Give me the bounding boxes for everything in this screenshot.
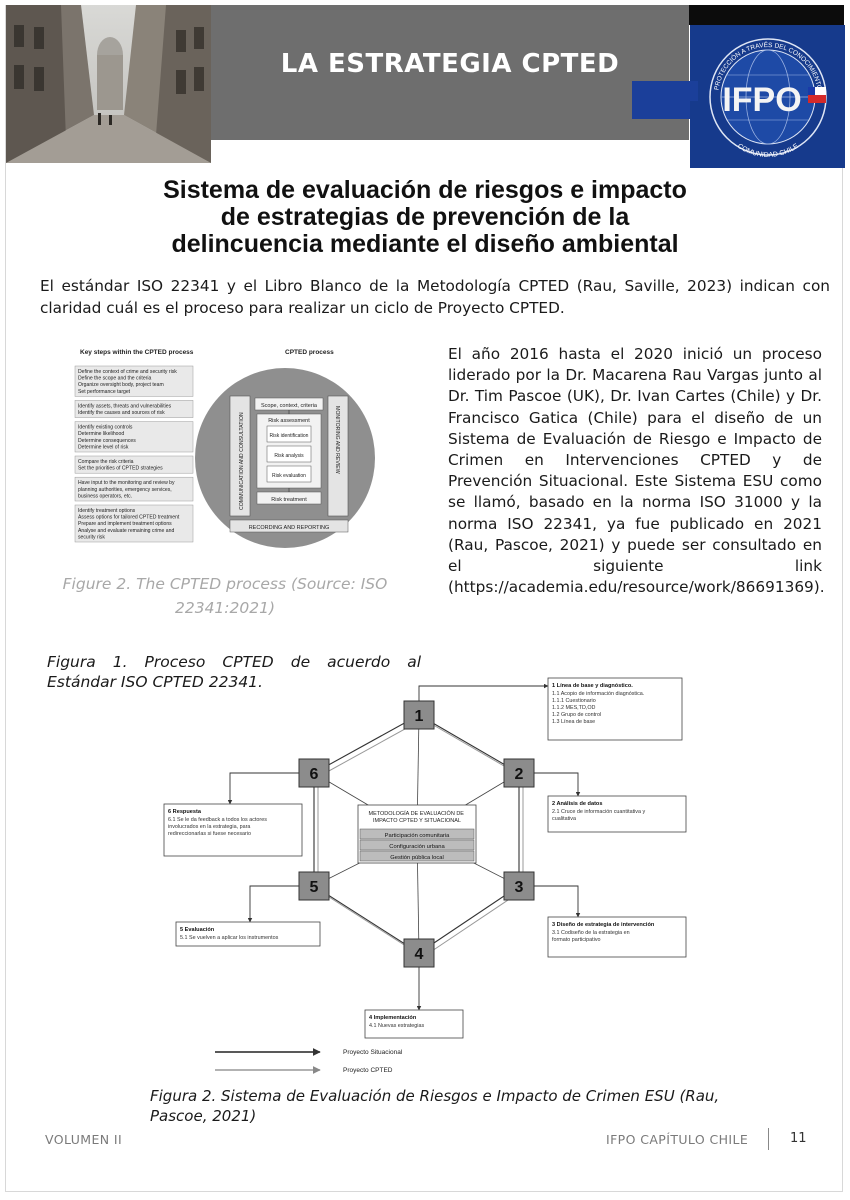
treatment-label: Risk treatment xyxy=(271,497,307,503)
esu-box-title: 3 Diseño de estrategia de intervención xyxy=(552,922,655,928)
iso-step-line: security risk xyxy=(78,534,105,540)
scope-label: Scope, context, criteria xyxy=(261,403,318,409)
cycle-arrow xyxy=(314,886,419,953)
esu-node-number: 3 xyxy=(515,879,524,896)
title-line: Sistema de evaluación de riesgos e impac… xyxy=(60,177,790,204)
identification-label: Risk identification xyxy=(270,433,309,439)
esu-system-figure: METODOLOGÍA DE EVALUACIÓN DE IMPACTO CPT… xyxy=(160,672,700,1082)
caption-iso-figure: Figure 2. The CPTED process (Source: ISO… xyxy=(60,572,390,620)
esu-box-item: involucrados en la estrategia, para xyxy=(168,824,250,830)
page-header: LA ESTRATEGIA CPTED PROTECCIÓN A TRAVÉS … xyxy=(6,5,844,163)
esu-history-paragraph: El año 2016 hasta el 2020 inició un proc… xyxy=(448,344,822,598)
page-number: 11 xyxy=(790,1131,807,1146)
analysis-label: Risk analysis xyxy=(274,453,304,459)
header-blue-tab xyxy=(632,81,692,119)
title-line: delincuencia mediante el diseño ambienta… xyxy=(60,231,790,258)
box-connector xyxy=(533,886,578,917)
iso-step-line: Determine level of risk xyxy=(78,444,129,450)
iso-steps: Define the context of crime and security… xyxy=(75,366,193,542)
iso-step-line: Determine likelihood xyxy=(78,431,124,437)
caption-figure-2: Figura 2. Sistema de Evaluación de Riesg… xyxy=(150,1086,750,1126)
esu-box-item: redireccionarlas si fuese necesario xyxy=(168,831,251,837)
recording-label: RECORDING AND REPORTING xyxy=(249,525,330,531)
esu-node-number: 4 xyxy=(415,946,424,963)
iso-step-line: Have input to the monitoring and review … xyxy=(78,480,175,486)
title-line: de estrategias de prevención de la xyxy=(60,204,790,231)
communication-label: COMMUNICATION AND CONSULTATION xyxy=(239,412,245,510)
iso-step-line: Determine consequences xyxy=(78,438,136,444)
esu-box-title: 1 Línea de base y diagnóstico. xyxy=(552,683,633,689)
iso-step-line: business operators, etc. xyxy=(78,493,132,499)
iso-step-line: Define the scope and the criteria xyxy=(78,376,152,382)
assessment-label: Risk assessment xyxy=(268,418,310,424)
esu-box-item: 1.2 Grupo de control xyxy=(552,712,601,718)
header-black-strip xyxy=(689,5,844,25)
esu-node-number: 5 xyxy=(310,879,319,896)
iso-step-line: Analyse and evaluate remaining crime and xyxy=(78,528,174,534)
esu-box-item: 1.1 Acopio de información diagnóstica. xyxy=(552,691,644,697)
iso-step-line: Identify treatment options xyxy=(78,508,136,514)
esu-box-item: 2.1 Cruce de información cuantitativa y xyxy=(552,809,645,815)
box-connector xyxy=(230,773,300,804)
box-connector xyxy=(419,686,548,701)
esu-box-title: 6 Respuesta xyxy=(168,809,202,815)
center-item: Participación comunitaria xyxy=(385,833,451,839)
intro-paragraph: El estándar ISO 22341 y el Libro Blanco … xyxy=(40,275,830,319)
iso-step-line: Compare the risk criteria xyxy=(78,459,134,465)
center-item: Gestión pública local xyxy=(390,855,444,861)
esu-node-number: 6 xyxy=(310,766,319,783)
iso-left-heading: Key steps within the CPTED process xyxy=(80,349,194,356)
box-connector xyxy=(250,886,300,922)
esu-box-item: formato participativo xyxy=(552,937,601,943)
street-photo xyxy=(6,5,211,163)
ifpo-logo: PROTECCIÓN A TRAVÉS DEL CONOCIMIENTO COM… xyxy=(690,25,845,168)
footer-volume: VOLUMEN II xyxy=(45,1132,122,1147)
monitoring-label: MONITORING AND REVIEW xyxy=(334,406,340,474)
logo-text: IFPO xyxy=(722,81,801,119)
esu-node-number: 2 xyxy=(515,766,524,783)
iso-step-line: Prepare and implement treatment options xyxy=(78,521,172,527)
esu-box-title: 2 Análisis de datos xyxy=(552,801,602,807)
cycle-arrow xyxy=(314,715,419,773)
esu-box-title: 4 Implementación xyxy=(369,1015,417,1021)
iso-step-line: Identify existing controls xyxy=(78,425,133,431)
legend-cpted: Proyecto CPTED xyxy=(343,1067,393,1074)
iso-right-heading: CPTED process xyxy=(285,349,334,356)
esu-step-box xyxy=(176,922,320,946)
esu-box-item: 4.1 Nuevas estrategias xyxy=(369,1023,424,1029)
iso-step-line: Set performance target xyxy=(78,389,131,395)
esu-box-item: 5.1 Se vuelven a aplicar los instrumento… xyxy=(180,935,279,941)
esu-box-item: cualitativa xyxy=(552,816,576,822)
iso-step-line: Define the context of crime and security… xyxy=(78,369,177,375)
section-title: LA ESTRATEGIA CPTED xyxy=(211,49,689,79)
esu-node-number: 1 xyxy=(415,708,424,725)
esu-box-item: 1.1.2 MES,TD,OD xyxy=(552,705,596,711)
evaluation-label: Risk evaluation xyxy=(272,473,306,479)
legend-situacional: Proyecto Situacional xyxy=(343,1049,403,1056)
footer-separator xyxy=(768,1128,769,1150)
box-connector xyxy=(533,773,578,796)
iso-step-line: planning authorities, emergency services… xyxy=(78,487,172,493)
esu-box-item: 6.1 Se le da feedback a todos los actore… xyxy=(168,817,267,823)
iso-step-line: Set the priorities of CPTED strategies xyxy=(78,466,163,472)
center-item: Configuración urbana xyxy=(389,844,445,850)
document-title: Sistema de evaluación de riesgos e impac… xyxy=(60,177,790,258)
iso-cpted-process-figure: Key steps within the CPTED process CPTED… xyxy=(70,340,400,560)
footer-chapter: IFPO CAPÍTULO CHILE xyxy=(606,1132,748,1147)
iso-step-line: Assess options for tailored CPTED treatm… xyxy=(78,515,180,521)
esu-box-item: 1.1.1 Cuestionario xyxy=(552,698,596,704)
iso-step-line: Identify assets, threats and vulnerabili… xyxy=(78,403,172,409)
esu-box-title: 5 Evaluación xyxy=(180,927,215,933)
esu-box-item: 3.1 Codiseño de la estrategia en xyxy=(552,930,630,936)
esu-box-item: 1.3 Línea de base xyxy=(552,719,595,725)
iso-step-line: Identify the causes and sources of risk xyxy=(78,410,165,416)
iso-step-line: Organize oversight body, project team xyxy=(78,382,164,388)
